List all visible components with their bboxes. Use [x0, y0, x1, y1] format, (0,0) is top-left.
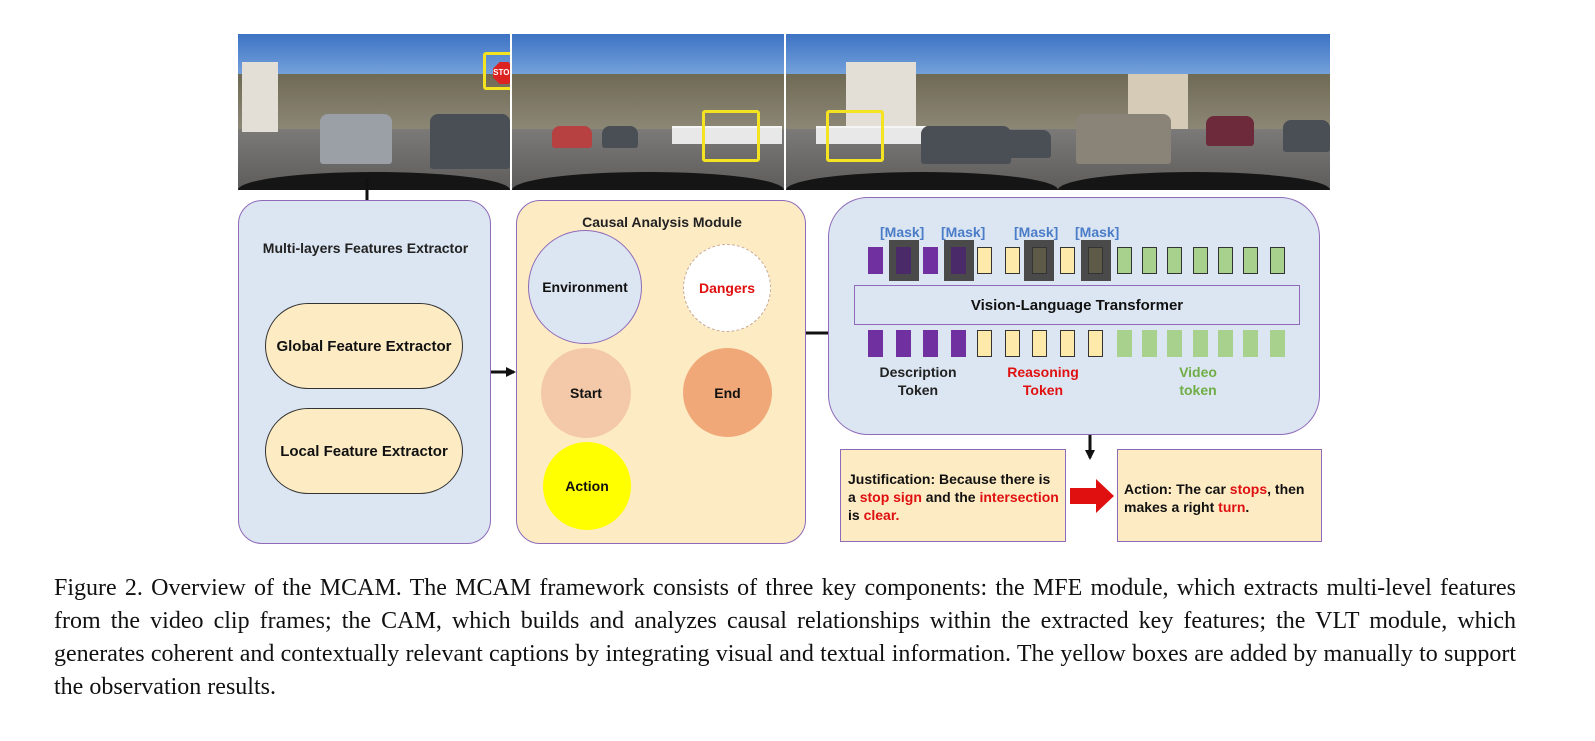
action-highlight: stops [1229, 481, 1268, 497]
reasoning-token [1005, 247, 1020, 274]
dangers-node: Dangers [683, 244, 771, 332]
video-token [1167, 330, 1182, 357]
action-text: Action: The car [1124, 481, 1230, 497]
action-text: . [1245, 499, 1250, 515]
justification-text: is [848, 507, 864, 523]
video-token [1193, 330, 1208, 357]
red-arrow [1070, 479, 1114, 513]
environment-node: Environment [528, 230, 642, 344]
reasoning-token [977, 247, 992, 274]
justification-text: and the [921, 489, 980, 505]
video-frame-3 [786, 34, 1058, 190]
input-token-row [0, 247, 1595, 274]
mask-label: [Mask] [1014, 224, 1059, 240]
action-node: Action [543, 442, 631, 530]
video-token [1218, 330, 1233, 357]
justification-box: Justification: Because there is a stop s… [840, 449, 1066, 542]
local-feature-extractor: Local Feature Extractor [265, 408, 463, 494]
justification-highlight: intersection [979, 489, 1059, 505]
action-highlight: turn [1218, 499, 1246, 515]
video-token [1193, 247, 1208, 274]
reasoning-token [1088, 330, 1103, 357]
mfe-panel: Multi-layers Features Extractor Global F… [238, 200, 491, 544]
global-feature-extractor: Global Feature Extractor [265, 303, 463, 389]
output-token-row [0, 330, 1595, 357]
reasoning-token [1005, 330, 1020, 357]
video-token [1167, 247, 1182, 274]
video-token [1117, 330, 1132, 357]
description-token [868, 247, 883, 274]
video-token-label: Video token [1179, 364, 1217, 398]
mask-label: [Mask] [880, 224, 925, 240]
description-token-label: Description Token [879, 364, 957, 398]
video-frame-1: STOP [238, 34, 510, 190]
reasoning-token [977, 330, 992, 357]
action-text: , then makes a right [1124, 481, 1305, 515]
reasoning-token [1060, 247, 1075, 274]
cam-title: Causal Analysis Module [582, 214, 742, 230]
stop-sign-highlight-box [483, 52, 510, 90]
reasoning-token [1032, 330, 1047, 357]
description-token [923, 247, 938, 274]
video-token [1243, 247, 1258, 274]
stop-sign: STOP [493, 62, 510, 84]
description-token [951, 330, 966, 357]
mfe-title: Multi-layers Features Extractor [262, 240, 469, 256]
reasoning-token [1060, 330, 1075, 357]
video-token [1142, 247, 1157, 274]
video-token [1142, 330, 1157, 357]
video-token [1218, 247, 1233, 274]
description-token [868, 330, 883, 357]
reasoning-token-label: Reasoning Token [1007, 364, 1079, 398]
figure-caption: Figure 2. Overview of the MCAM. The MCAM… [54, 575, 1516, 700]
description-token-masked [896, 247, 911, 274]
reasoning-token-masked [1088, 247, 1103, 274]
video-token [1117, 247, 1132, 274]
justification-highlight: clear. [863, 507, 900, 523]
description-token-masked [951, 247, 966, 274]
description-token [896, 330, 911, 357]
mask-label: [Mask] [941, 224, 986, 240]
action-box: Action: The car stops, then makes a righ… [1117, 449, 1322, 542]
fence-highlight-box [826, 110, 884, 162]
video-token [1270, 247, 1285, 274]
justification-text: Justification: Because there is a [848, 471, 1051, 505]
reasoning-token-masked [1032, 247, 1047, 274]
mask-label: [Mask] [1075, 224, 1120, 240]
description-token [923, 330, 938, 357]
vision-language-transformer: Vision-Language Transformer [854, 285, 1300, 325]
end-node: End [683, 348, 772, 437]
fence-highlight-box [702, 110, 760, 162]
video-frame-4 [1058, 34, 1330, 190]
video-token [1243, 330, 1258, 357]
justification-highlight: stop sign [859, 489, 922, 505]
video-token [1270, 330, 1285, 357]
video-frame-2 [512, 34, 784, 190]
start-node: Start [541, 348, 631, 438]
